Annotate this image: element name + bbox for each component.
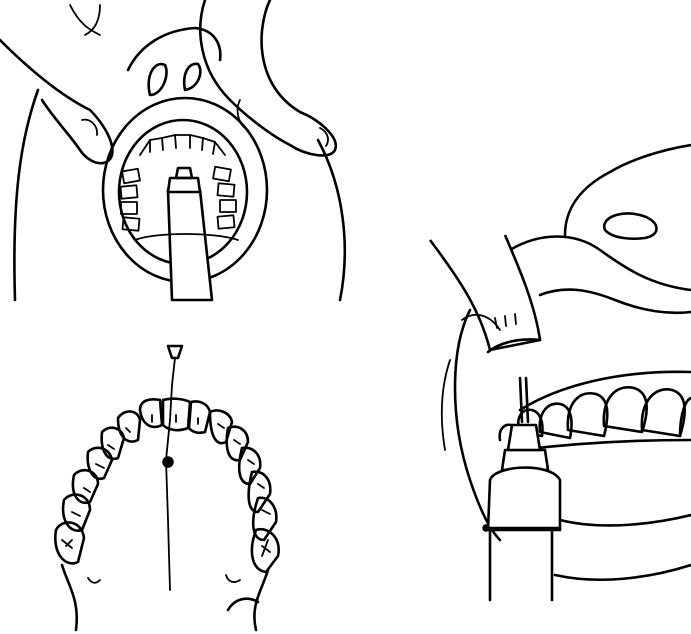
face-outline-right xyxy=(318,140,345,300)
panel-right xyxy=(430,145,691,600)
nose-outline xyxy=(565,145,691,235)
panel-top-left xyxy=(0,0,345,300)
bite-line xyxy=(520,440,691,450)
instrument-head xyxy=(168,178,200,192)
face-outline-left xyxy=(14,90,38,300)
gum-right-3 xyxy=(226,575,240,582)
upper-lip xyxy=(510,237,691,291)
nostril xyxy=(604,213,656,238)
midline-line xyxy=(166,358,175,590)
upper-lip-inner xyxy=(540,290,691,313)
instrument-band-dot xyxy=(483,525,489,531)
gum-left xyxy=(62,565,77,630)
instrument-body-side xyxy=(488,468,560,530)
nostril-left xyxy=(149,64,167,95)
gum-right-2 xyxy=(228,599,258,610)
instrument-tip xyxy=(176,168,192,178)
lower-lip xyxy=(560,515,691,525)
cheek-line-2 xyxy=(442,360,450,450)
gum-left-2 xyxy=(88,578,100,583)
instrument-neck-side xyxy=(508,425,540,450)
instrument-tip-side xyxy=(520,378,528,422)
midline-dot xyxy=(163,457,173,467)
midline-flag xyxy=(168,346,182,358)
instrument-shaft xyxy=(168,190,212,300)
left-finger-nail xyxy=(82,120,97,135)
left-hand-line-2 xyxy=(85,5,100,35)
nostril-right xyxy=(184,64,200,90)
cheek-retractor xyxy=(430,235,540,350)
left-hand-line xyxy=(70,5,100,35)
panel-bottom-left xyxy=(55,346,278,630)
lower-lip-outer xyxy=(555,565,691,580)
left-finger xyxy=(0,40,112,163)
